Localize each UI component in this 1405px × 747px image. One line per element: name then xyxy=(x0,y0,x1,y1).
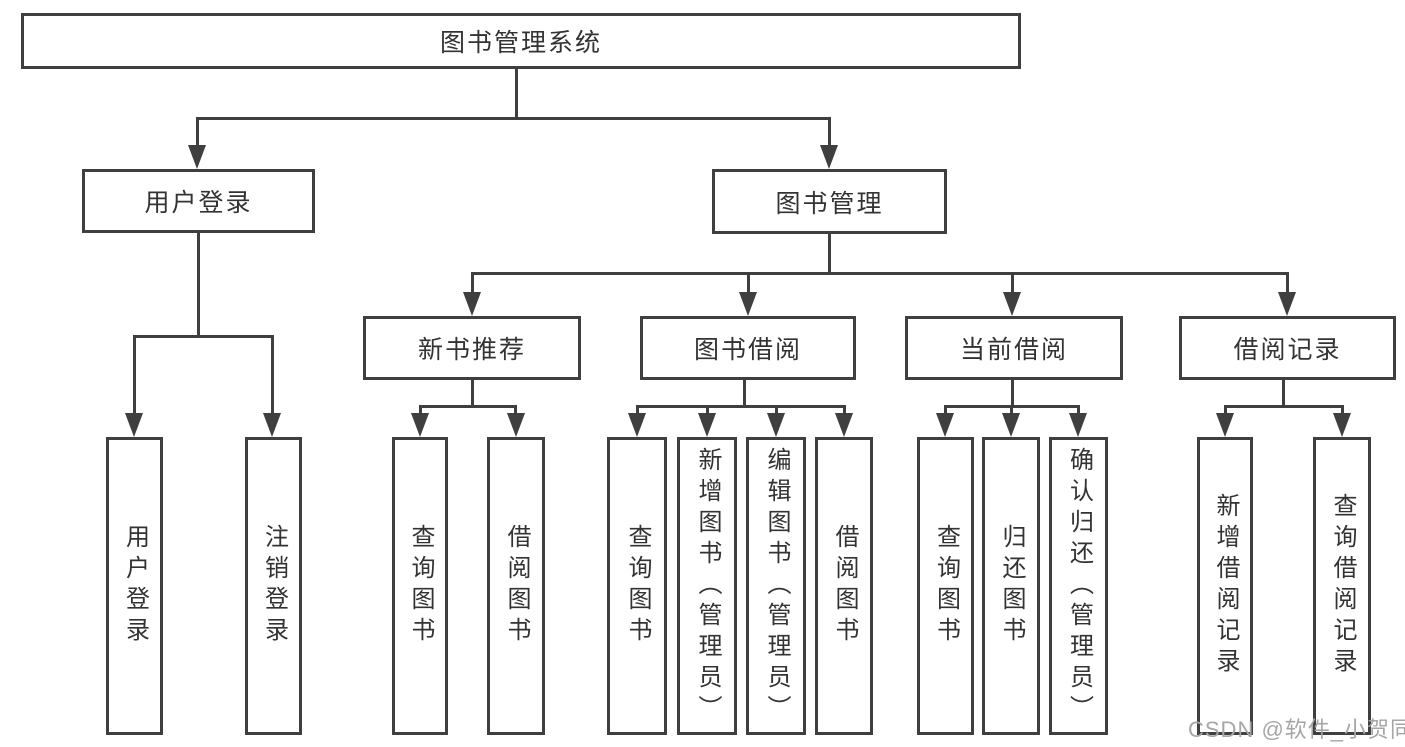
group-box-current-borrow: 当前借阅 xyxy=(905,316,1123,380)
leaf-box-borrow-books-1: 借阅图书 xyxy=(487,437,545,735)
connector-line xyxy=(1011,272,1014,292)
leaf-label-query-books-1: 查询图书 xyxy=(407,524,434,648)
connector-line xyxy=(743,380,746,405)
arrowhead-down-icon xyxy=(698,413,716,437)
connector-line xyxy=(637,405,845,408)
leaf-box-query-borrow-record: 查询借阅记录 xyxy=(1313,437,1371,735)
arrowhead-down-icon xyxy=(1003,292,1021,316)
leaf-label-query-borrow-record: 查询借阅记录 xyxy=(1329,493,1356,679)
connector-line xyxy=(1341,405,1344,413)
leaf-box-query-books-1: 查询图书 xyxy=(392,437,448,735)
branch-box-book-management: 图书管理 xyxy=(712,169,947,234)
branch-box-user-login: 用户登录 xyxy=(82,169,315,233)
leaf-box-logout: 注销登录 xyxy=(245,437,302,735)
connector-line xyxy=(1224,405,1227,413)
connector-line xyxy=(419,405,422,413)
leaf-label-user-login: 用户登录 xyxy=(121,524,149,648)
root-label: 图书管理系统 xyxy=(439,29,602,57)
connector-line xyxy=(1286,272,1289,292)
connector-line xyxy=(747,272,750,292)
arrowhead-down-icon xyxy=(936,413,954,437)
leaf-box-add-book-admin: 新增图书（管理员） xyxy=(677,437,737,735)
leaf-label-add-borrow-record: 新增借阅记录 xyxy=(1212,493,1239,679)
branch-label-book-management: 图书管理 xyxy=(775,189,884,218)
connector-line xyxy=(843,405,846,413)
connector-line xyxy=(636,405,639,413)
connector-line xyxy=(471,272,1288,275)
group-box-borrow-records: 借阅记录 xyxy=(1179,316,1396,380)
connector-line xyxy=(1010,405,1013,413)
connector-line xyxy=(1077,405,1080,413)
leaf-box-query-books-2: 查询图书 xyxy=(607,437,667,735)
leaf-box-user-login: 用户登录 xyxy=(106,437,163,735)
arrowhead-down-icon xyxy=(1069,413,1087,437)
connector-line xyxy=(197,117,830,120)
arrowhead-down-icon xyxy=(835,413,853,437)
leaf-box-edit-book-admin: 编辑图书（管理员） xyxy=(746,437,806,735)
leaf-box-add-borrow-record: 新增借阅记录 xyxy=(1197,437,1253,735)
branch-label-user-login: 用户登录 xyxy=(144,189,253,217)
group-box-book-borrow: 图书借阅 xyxy=(640,316,856,380)
leaf-box-borrow-books-2: 借阅图书 xyxy=(815,437,873,735)
watermark: CSDN @软件_小贺同学 xyxy=(1188,717,1405,742)
connector-line xyxy=(197,233,200,335)
arrowhead-down-icon xyxy=(739,292,757,316)
arrowhead-down-icon xyxy=(125,413,143,437)
leaf-label-borrow-books-1: 借阅图书 xyxy=(503,524,530,648)
leaf-label-confirm-return-admin: 确认归还（管理员） xyxy=(1065,446,1093,726)
connector-line xyxy=(271,335,274,413)
leaf-label-query-books-3: 查询图书 xyxy=(932,524,960,648)
leaf-label-return-books: 归还图书 xyxy=(998,524,1025,648)
arrowhead-down-icon xyxy=(1216,413,1234,437)
connector-line xyxy=(828,117,831,145)
connector-line xyxy=(1282,380,1285,405)
leaf-box-return-books: 归还图书 xyxy=(982,437,1040,735)
root-box: 图书管理系统 xyxy=(21,13,1021,69)
connector-line xyxy=(775,405,778,413)
connector-line xyxy=(515,69,518,117)
group-label-current-borrow: 当前借阅 xyxy=(959,336,1068,364)
connector-line xyxy=(196,117,199,145)
leaf-box-query-books-3: 查询图书 xyxy=(917,437,974,735)
connector-line xyxy=(420,405,517,408)
connector-line xyxy=(944,405,947,413)
group-label-borrow-records: 借阅记录 xyxy=(1233,336,1342,364)
arrowhead-down-icon xyxy=(263,413,281,437)
group-box-new-book-recommend: 新书推荐 xyxy=(363,316,581,380)
leaf-label-borrow-books-2: 借阅图书 xyxy=(831,524,858,648)
arrowhead-down-icon xyxy=(1278,292,1296,316)
leaf-label-edit-book-admin: 编辑图书（管理员） xyxy=(763,446,790,726)
arrowhead-down-icon xyxy=(463,292,481,316)
leaf-label-logout: 注销登录 xyxy=(260,524,288,648)
group-label-book-borrow: 图书借阅 xyxy=(693,336,802,364)
connector-line xyxy=(133,335,136,413)
arrowhead-down-icon xyxy=(628,413,646,437)
arrowhead-down-icon xyxy=(1333,413,1351,437)
arrowhead-down-icon xyxy=(411,413,429,437)
connector-line xyxy=(514,405,517,413)
connector-line xyxy=(1225,405,1343,408)
arrowhead-down-icon xyxy=(1002,413,1020,437)
connector-line xyxy=(828,234,831,272)
connector-line xyxy=(706,405,709,413)
connector-line xyxy=(1011,380,1014,405)
leaf-label-query-books-2: 查询图书 xyxy=(624,524,651,648)
leaf-box-confirm-return-admin: 确认归还（管理员） xyxy=(1049,437,1108,735)
arrowhead-down-icon xyxy=(188,145,206,169)
arrowhead-down-icon xyxy=(767,413,785,437)
group-label-new-book-recommend: 新书推荐 xyxy=(417,336,526,364)
connector-line xyxy=(471,272,474,292)
connector-line xyxy=(471,380,474,405)
leaf-label-add-book-admin: 新增图书（管理员） xyxy=(694,446,721,726)
arrowhead-down-icon xyxy=(820,145,838,169)
arrowhead-down-icon xyxy=(507,413,525,437)
connector-line xyxy=(134,335,274,338)
